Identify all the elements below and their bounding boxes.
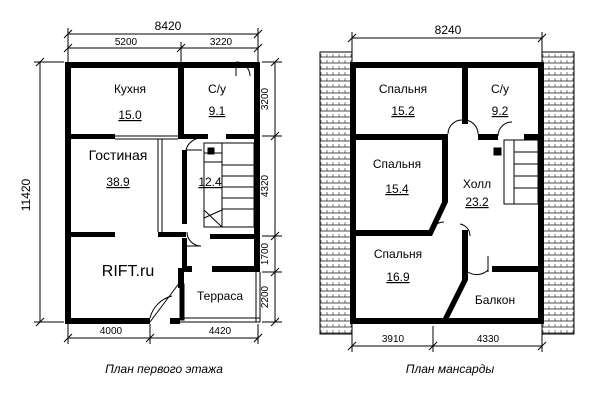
first-floor-bottom-right-dim: 4420 (209, 326, 232, 337)
attic-total-width: 8240 (435, 23, 462, 37)
attic-plan: 8240 (319, 23, 575, 376)
stair-area-value: 12.4 (198, 175, 222, 189)
first-floor-right-dim-4: 2200 (260, 285, 271, 308)
first-floor-walls (65, 62, 260, 324)
first-floor-top-right-dim: 3220 (210, 37, 233, 48)
first-floor-top-left-dim: 5200 (115, 37, 138, 48)
first-floor-bath-area: 9.1 (209, 104, 226, 118)
first-floor-bottom-left-dim: 4000 (100, 326, 123, 337)
first-floor-total-height: 11420 (19, 178, 33, 211)
terrace-outline (179, 272, 261, 323)
attic-bottom-dimensions (347, 326, 547, 352)
first-floor-right-dim-2: 4320 (260, 174, 271, 197)
attic-top-dimension (347, 32, 547, 56)
first-floor-right-dim-3: 1700 (260, 242, 271, 265)
first-floor-left-dimension (34, 57, 64, 327)
first-floor-bath-label: С/у (208, 82, 226, 96)
attic-bath-area: 9.2 (492, 104, 509, 118)
first-floor-staircase (203, 142, 255, 228)
kitchen-area: 15.0 (118, 108, 142, 122)
bedroom-2-label: Спальня (373, 157, 421, 171)
first-floor-right-dimensions (262, 57, 282, 327)
attic-staircase (493, 139, 539, 205)
kitchen-label: Кухня (114, 82, 146, 96)
balcony-label: Балкон (475, 293, 515, 307)
living-room-area: 38.9 (106, 175, 130, 189)
first-floor-plan: 8420 5200 3220 11420 3200 4320 1 (19, 19, 282, 376)
first-floor-windows (115, 135, 178, 232)
first-floor-total-width: 8420 (155, 19, 182, 33)
bedroom-2-area: 15.4 (385, 182, 409, 196)
attic-bottom-left-dim: 3910 (382, 334, 405, 345)
first-floor-right-dim-1: 3200 (260, 87, 271, 110)
hall-label: Холл (463, 177, 491, 191)
first-floor-doors (149, 61, 251, 323)
bedroom-3-label: Спальня (374, 247, 422, 261)
attic-bath-label: С/у (491, 82, 509, 96)
first-floor-top-dimensions (63, 28, 263, 62)
terrace-label: Терраса (197, 289, 243, 303)
living-room-label: Гостиная (89, 147, 148, 163)
hall-area: 23.2 (465, 195, 489, 209)
right-roof-slope (541, 51, 575, 335)
bedroom-1-label: Спальня (379, 82, 427, 96)
first-floor-caption: План первого этажа (105, 362, 223, 376)
attic-caption: План мансарды (406, 362, 495, 376)
attic-bottom-right-dim: 4330 (477, 334, 500, 345)
bedroom-3-area: 16.9 (386, 270, 410, 284)
first-floor-bottom-dimensions (63, 324, 263, 344)
attic-doors (429, 119, 513, 276)
bedroom-1-area: 15.2 (391, 104, 415, 118)
watermark-text: RIFT.ru (102, 263, 154, 280)
attic-walls (350, 62, 544, 324)
left-roof-slope (319, 51, 353, 335)
